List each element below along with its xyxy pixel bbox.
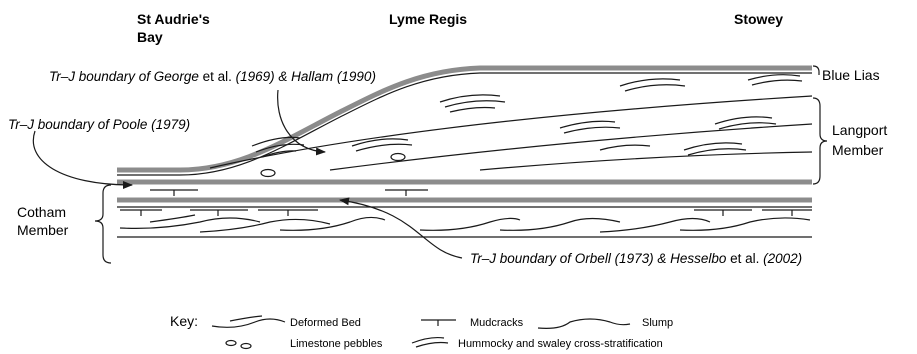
annotation-poole: Tr–J boundary of Poole (1979) xyxy=(8,117,190,132)
stratigraphy-section xyxy=(117,68,812,237)
deformed-bed-symbol xyxy=(420,218,520,230)
legend-mudcracks-label: Mudcracks xyxy=(470,317,524,329)
legend-limestone-pebbles-label: Limestone pebbles xyxy=(290,338,383,350)
deformed-bed-symbol xyxy=(120,215,260,228)
langport-brace xyxy=(813,98,827,184)
legend-heading: Key: xyxy=(170,313,198,329)
mudcrack-symbol xyxy=(150,190,198,196)
hummocky-symbol xyxy=(684,143,746,155)
mudcrack-symbol xyxy=(190,210,248,216)
langport-bedding-line xyxy=(480,152,812,170)
legend-hummocky-label: Hummocky and swaley cross-stratification xyxy=(458,338,663,350)
legend-slump-label: Slump xyxy=(642,317,673,329)
mudcrack-symbol xyxy=(258,210,318,216)
deformed-bed-symbol xyxy=(680,218,810,230)
hummocky-symbol xyxy=(352,139,412,151)
legend-slump-icon xyxy=(538,319,630,328)
location-lyme-regis: Lyme Regis xyxy=(389,11,467,27)
location-st-audries-line1: St Audrie's xyxy=(137,11,210,27)
hummocky-symbol xyxy=(748,75,802,85)
location-stowey: Stowey xyxy=(734,11,783,27)
blue-lias-base-line xyxy=(117,73,812,175)
unit-cotham-line1: Cotham xyxy=(17,204,66,220)
hummocky-symbol xyxy=(440,95,505,112)
legend-deformed-bed-icon xyxy=(212,316,285,327)
blue-lias-brace xyxy=(813,66,819,75)
hummocky-symbol xyxy=(620,79,685,91)
legend: Key: Deformed Bed Mudcracks Slump Limest… xyxy=(170,313,673,350)
legend-mudcracks-icon xyxy=(421,320,456,326)
mudcrack-symbol xyxy=(385,190,428,196)
deformed-bed-symbol xyxy=(500,219,620,231)
cotham-brace xyxy=(95,185,111,263)
mudcrack-symbol xyxy=(694,210,752,216)
limestone-pebble xyxy=(391,154,405,161)
annotation-george-hallam: Tr–J boundary of George et al. (1969) & … xyxy=(49,69,376,84)
hummocky-symbol xyxy=(600,145,650,150)
legend-hummocky-icon xyxy=(412,338,448,347)
unit-blue-lias: Blue Lias xyxy=(822,67,880,83)
annotation-orbell-hesselbo: Tr–J boundary of Orbell (1973) & Hesselb… xyxy=(470,251,802,266)
unit-cotham-line2: Member xyxy=(17,222,69,238)
arrow-orbell-hesselbo xyxy=(340,200,462,258)
legend-pebble-icon xyxy=(226,341,236,346)
arrow-poole xyxy=(33,131,132,185)
location-st-audries-line2: Bay xyxy=(137,29,163,45)
mudcrack-symbol xyxy=(762,210,812,216)
limestone-pebble xyxy=(261,170,275,177)
mudcrack-symbol xyxy=(120,210,162,216)
hummocky-symbol xyxy=(560,121,620,133)
unit-langport-line2: Member xyxy=(832,142,884,158)
legend-pebble-icon xyxy=(241,344,251,349)
unit-langport-line1: Langport xyxy=(832,122,887,138)
legend-deformed-bed-label: Deformed Bed xyxy=(290,317,361,329)
